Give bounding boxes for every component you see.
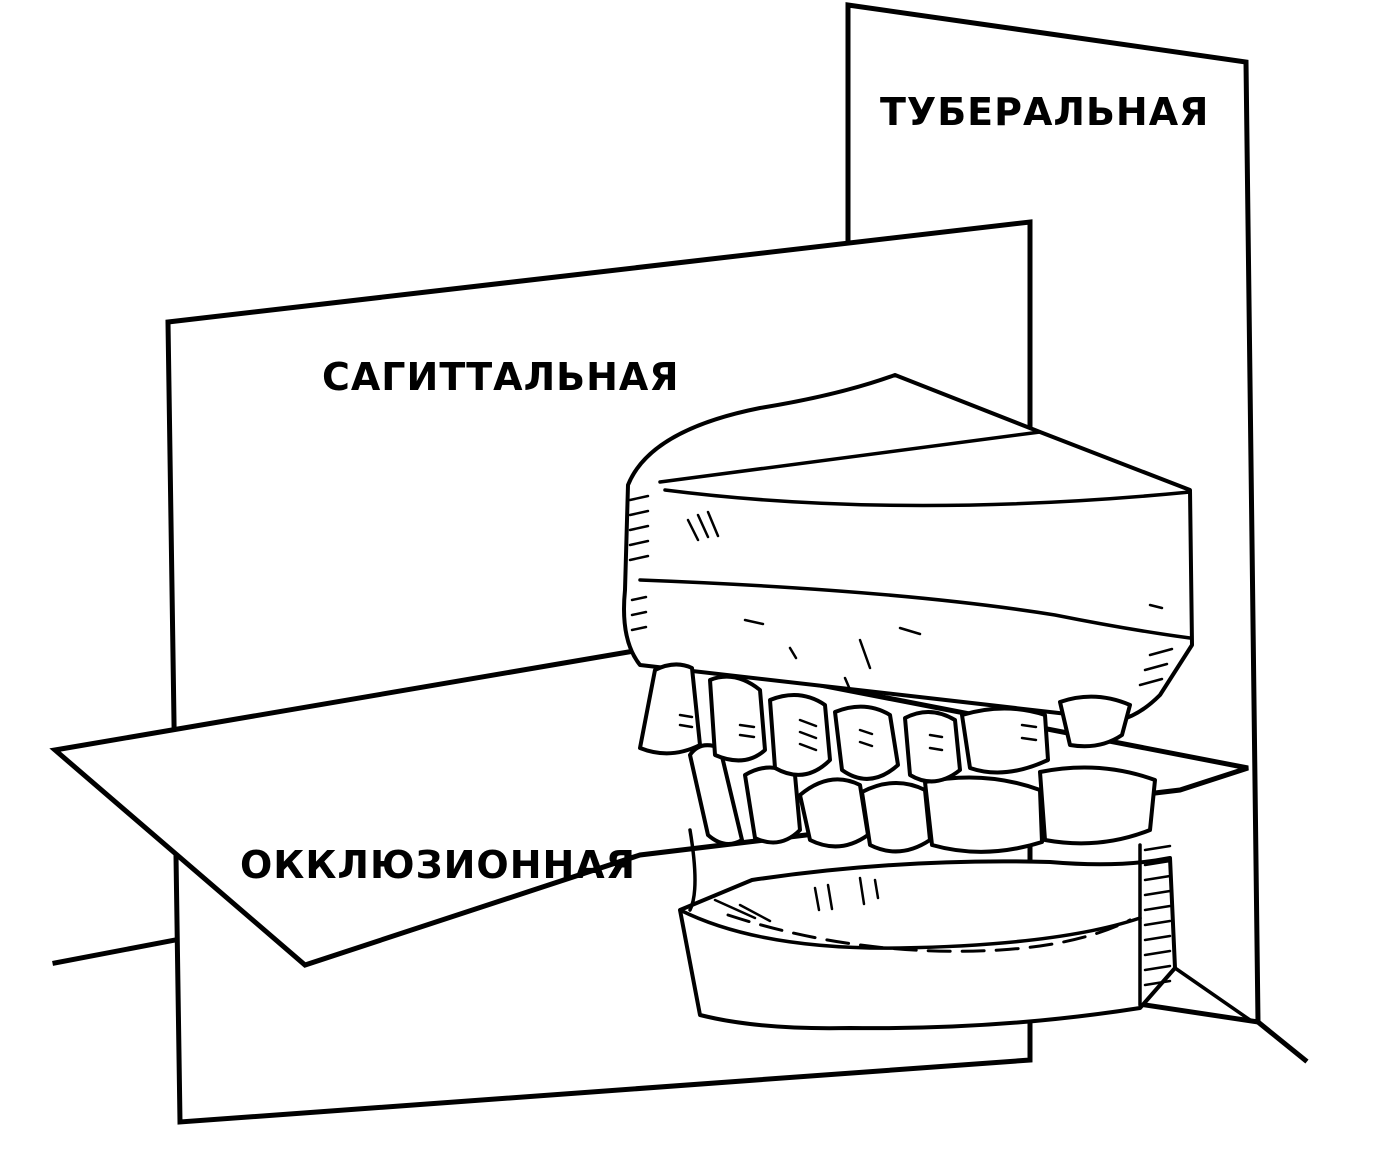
occlusal-label: ОККЛЮЗИОННАЯ [240, 843, 636, 887]
upper-teeth-hatching [678, 713, 1038, 752]
upper-teeth [638, 662, 1132, 784]
lower-teeth [688, 743, 1157, 912]
tuberal-label: ТУБЕРАЛЬНАЯ [880, 90, 1209, 134]
lower-jaw-hatching [713, 844, 1172, 987]
sagittal-label: САГИТТАЛЬНАЯ [322, 355, 680, 399]
upper-jaw-model [622, 373, 1194, 722]
lower-jaw-model [678, 843, 1252, 1031]
upper-jaw-hatching [628, 494, 1174, 694]
